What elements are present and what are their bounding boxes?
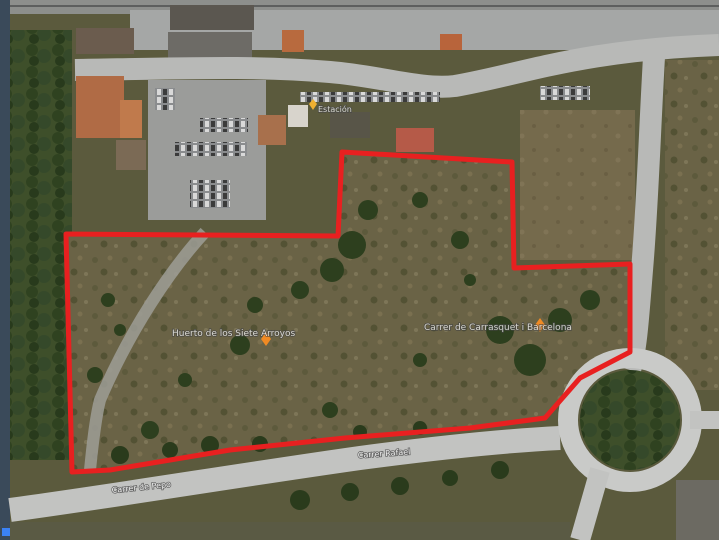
main-road-north <box>74 34 719 98</box>
parked-cars-6 <box>540 86 590 100</box>
poi-marker-east[interactable] <box>535 318 545 332</box>
left-strip <box>0 0 10 540</box>
south-strip <box>10 522 570 540</box>
building-top-a <box>170 5 254 30</box>
plot-field <box>66 152 630 472</box>
building-top-b <box>168 32 252 62</box>
main-road-south <box>8 426 561 522</box>
building-west-b <box>120 100 142 138</box>
house-b <box>288 105 308 127</box>
building-west-c <box>116 140 146 170</box>
building-west-a <box>76 76 124 138</box>
building-top-c <box>76 28 134 54</box>
field-trees <box>87 192 600 439</box>
label-top-building: Estación <box>318 104 352 114</box>
east-road <box>619 39 666 374</box>
label-east-field: Carrer de Carrasquet i Barcelona <box>424 323 572 333</box>
map-pin-icon <box>261 332 271 346</box>
woodland-west <box>10 30 72 460</box>
house-a <box>258 115 286 145</box>
east-field <box>520 110 635 260</box>
map-logo-icon <box>2 528 10 536</box>
building-top-d <box>282 30 304 52</box>
map-pin-icon <box>309 99 317 110</box>
building-top-e <box>440 34 462 50</box>
footpath <box>84 227 210 471</box>
label-center-field: Huerto de los Siete Arroyos <box>172 329 295 339</box>
east-strip <box>665 60 719 390</box>
roundabout-island <box>580 370 680 470</box>
poi-marker-center[interactable] <box>261 332 271 346</box>
building-se <box>676 480 719 540</box>
parked-cars-1 <box>175 142 247 156</box>
parked-cars-4 <box>155 88 175 110</box>
house-c <box>396 128 434 152</box>
parked-cars-2 <box>190 180 230 208</box>
poi-marker-top[interactable] <box>309 99 317 110</box>
road-southeast <box>570 467 610 540</box>
parked-cars-3 <box>200 118 248 132</box>
parked-cars-5 <box>300 92 440 102</box>
house-d <box>330 112 370 138</box>
plot-boundary <box>63 149 633 475</box>
map-pin-icon <box>535 318 545 332</box>
